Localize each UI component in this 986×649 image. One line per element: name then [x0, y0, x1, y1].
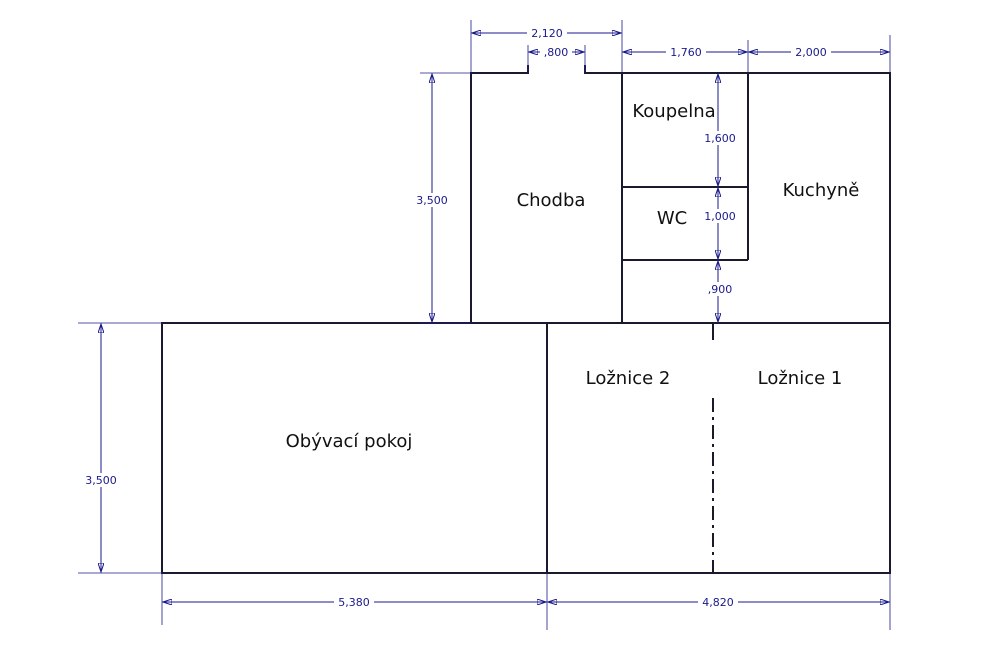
dim-label-800: ,800 — [544, 46, 569, 59]
walls — [161, 65, 891, 574]
dim-label-1000: 1,000 — [704, 210, 736, 223]
room-wc: WC — [657, 208, 687, 229]
dim-label-5380: 5,380 — [338, 596, 370, 609]
room-labels: Chodba Koupelna WC Kuchyně Ložnice 2 Lož… — [286, 101, 860, 452]
dim-label-left-upper: 3,500 — [416, 194, 448, 207]
room-chodba: Chodba — [517, 190, 586, 211]
wall-lower-outline — [161, 322, 891, 574]
dim-label-left-lower: 3,500 — [85, 474, 117, 487]
dim-label-4820: 4,820 — [702, 596, 734, 609]
dim-label-2000: 2,000 — [795, 46, 827, 59]
dim-label-1600: 1,600 — [704, 132, 736, 145]
dim-label-1760: 1,760 — [670, 46, 702, 59]
dim-label-900: ,900 — [708, 283, 733, 296]
room-loznice-2: Ložnice 2 — [586, 368, 671, 389]
room-obyvaci-pokoj: Obývací pokoj — [286, 431, 413, 452]
room-loznice-1: Ložnice 1 — [758, 368, 843, 389]
room-koupelna: Koupelna — [632, 101, 715, 122]
dim-label-2120: 2,120 — [531, 27, 563, 40]
dimension-labels: 2,120 ,800 1,760 2,000 3,500 3,500 1,600… — [82, 26, 831, 609]
dimension-lines — [101, 33, 889, 602]
extension-lines — [78, 20, 891, 630]
room-kuchyne: Kuchyně — [783, 180, 860, 201]
